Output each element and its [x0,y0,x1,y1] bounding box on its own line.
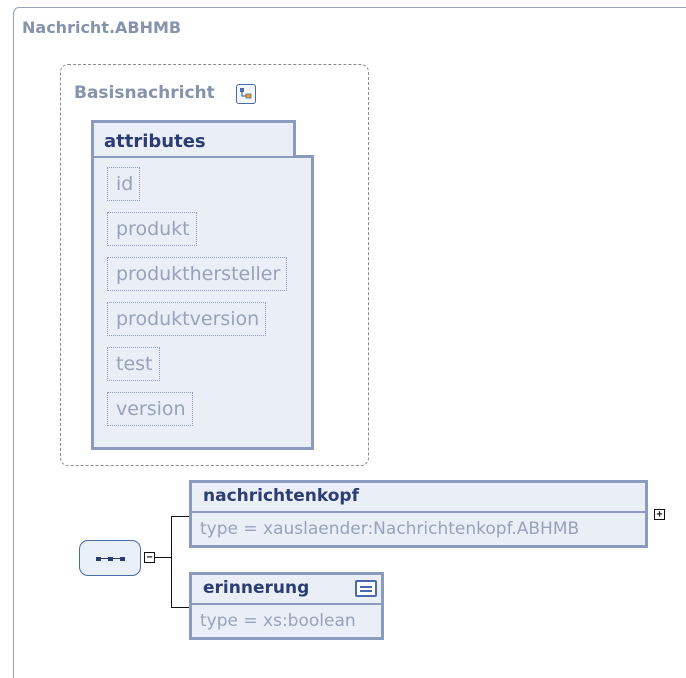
attributes-title: attributes [104,131,206,152]
doc-line [360,586,372,588]
element-type: type = xs:boolean [200,611,356,631]
attribute-produktversion[interactable]: produktversion [107,302,267,336]
complex-type-title: Nachricht.ABHMB [22,18,182,37]
sequence-collapse-toggle[interactable]: − [144,552,155,563]
element-type: type = xauslaender:Nachrichtenkopf.ABHMB [200,519,580,539]
documentation-icon[interactable] [355,580,377,597]
sequence-dot [120,557,125,561]
sequence-dot [108,557,113,561]
attributes-header [91,120,296,158]
attribute-test[interactable]: test [107,347,160,381]
element-erinnerung[interactable]: erinnerung type = xs:boolean [189,572,384,640]
connector-line [155,557,171,558]
connector-line [171,516,172,608]
base-group-title: Basisnachricht [74,83,215,103]
element-nachrichtenkopf[interactable]: nachrichtenkopf type = xauslaender:Nachr… [189,480,648,548]
connector-line [171,607,190,608]
doc-line [360,590,372,592]
sequence-icon[interactable] [79,540,141,576]
element-name: erinnerung [192,575,381,605]
element-name: nachrichtenkopf [192,483,645,513]
attribute-produkthersteller[interactable]: produkthersteller [107,257,288,291]
attribute-version[interactable]: version [107,392,193,426]
connector-line [171,516,190,517]
attributes-corner [293,120,314,158]
diagram-frame [13,7,686,678]
base-group-box [60,64,369,466]
sequence-dot [96,557,101,561]
type-hierarchy-icon[interactable] [236,84,256,104]
attribute-produkt[interactable]: produkt [107,212,197,246]
attribute-id[interactable]: id [107,167,141,201]
expand-toggle[interactable]: + [654,509,665,520]
